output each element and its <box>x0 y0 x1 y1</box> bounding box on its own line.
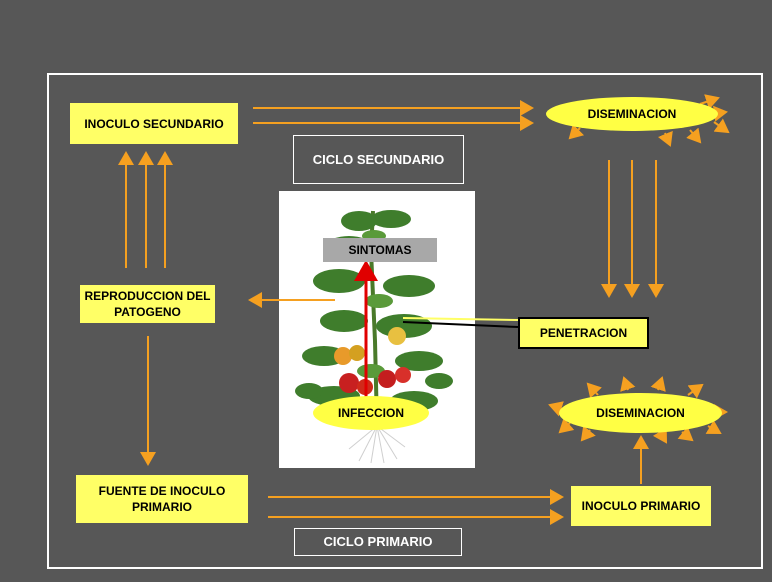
sintomas-label: SINTOMAS <box>323 238 437 262</box>
inoculo-secundario-box: INOCULO SECUNDARIO <box>70 103 238 144</box>
inoculo-primario-box: INOCULO PRIMARIO <box>571 486 711 526</box>
cycle-frame <box>47 73 763 569</box>
reproduccion-box: REPRODUCCION DEL PATOGENO <box>80 285 215 323</box>
ciclo-primario-label: CICLO PRIMARIO <box>294 528 462 556</box>
diseminacion-top-ellipse: DISEMINACION <box>546 97 718 131</box>
fuente-inoculo-box: FUENTE DE INOCULO PRIMARIO <box>76 475 248 523</box>
ciclo-secundario-label: CICLO SECUNDARIO <box>293 135 464 184</box>
penetracion-box: PENETRACION <box>518 317 649 349</box>
diseminacion-bottom-ellipse: DISEMINACION <box>559 393 722 433</box>
infeccion-ellipse: INFECCION <box>313 396 429 430</box>
